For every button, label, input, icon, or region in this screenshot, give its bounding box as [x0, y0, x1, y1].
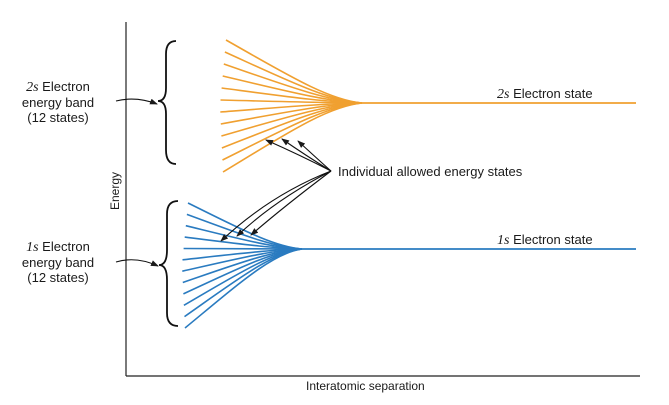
annotation-arrows: [220, 138, 332, 242]
state-label-1s: 1s Electron state: [497, 232, 593, 248]
x-axis-label: Interatomic separation: [306, 379, 425, 393]
band-label-2s: 2s Electron energy band (12 states): [21, 79, 95, 125]
annotation-arrow: [250, 170, 332, 236]
arrow-1s-band: [115, 259, 159, 267]
band-1s-curve: [187, 202, 303, 250]
annotation-arrow: [236, 170, 332, 237]
band-2s-curve: [222, 102, 363, 173]
annotation-arrow: [220, 170, 332, 242]
annotation-label: Individual allowed energy states: [338, 164, 523, 179]
brace-1s: [158, 200, 179, 327]
band-label-1s: 1s Electron energy band (12 states): [21, 239, 95, 285]
band-1s-curves: [182, 202, 636, 329]
brace-2s: [157, 40, 177, 165]
y-axis-label: Energy: [108, 171, 122, 210]
annotation-arrow: [297, 140, 332, 172]
annotation-arrow: [281, 138, 332, 172]
band-1s-curve: [184, 248, 303, 329]
band-2s-curves: [220, 39, 636, 173]
band-1s-curve: [184, 248, 303, 318]
state-label-2s: 2s Electron state: [497, 86, 593, 102]
band-1s-curve: [183, 247, 303, 250]
annotation-arrow: [265, 139, 332, 172]
arrow-2s-band: [115, 98, 158, 105]
